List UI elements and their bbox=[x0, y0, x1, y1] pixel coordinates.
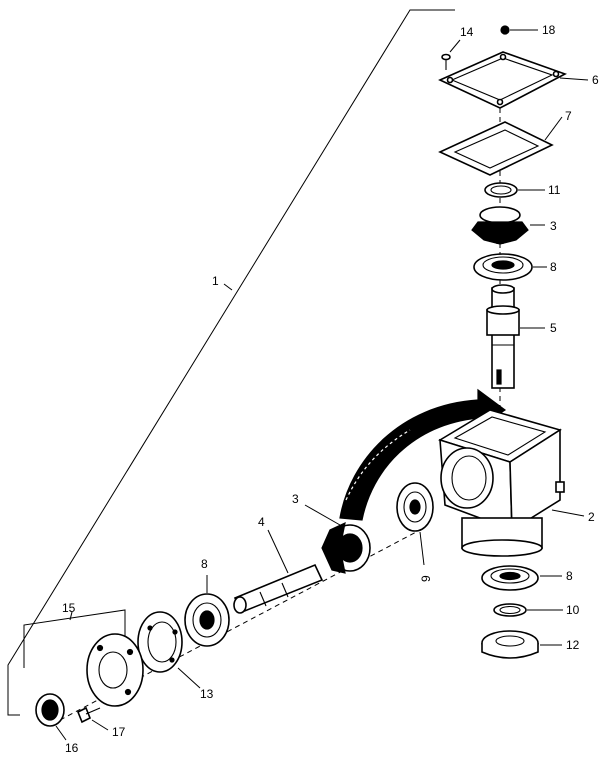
callout-6: 6 bbox=[592, 73, 599, 87]
callout-14: 14 bbox=[460, 25, 474, 39]
vertical-shaft-part-5 bbox=[486, 284, 545, 389]
callout-17: 17 bbox=[112, 725, 126, 739]
seal-part-16 bbox=[35, 693, 67, 741]
callout-2: 2 bbox=[588, 510, 595, 524]
callout-3-upper: 3 bbox=[550, 219, 557, 233]
cover-part-6 bbox=[438, 51, 589, 109]
bolt-part-17 bbox=[76, 706, 109, 731]
bearing-side-part-9 bbox=[396, 482, 434, 566]
callout-5: 5 bbox=[550, 321, 557, 335]
callout-11: 11 bbox=[548, 183, 561, 197]
callout-labels: 1 2 3 3 4 5 6 7 8 8 8 9 10 11 12 13 14 1… bbox=[62, 23, 599, 755]
assembly-bracket bbox=[7, 9, 455, 716]
callout-15: 15 bbox=[62, 601, 76, 615]
callout-8-bottom: 8 bbox=[566, 569, 573, 583]
pipe-plug-part-18 bbox=[500, 25, 538, 35]
retaining-ring-part-11 bbox=[484, 182, 545, 198]
bearing-left-part-8 bbox=[184, 575, 230, 647]
bearing-top-part-8 bbox=[473, 253, 547, 281]
gearbox-housing-part-2 bbox=[438, 409, 585, 557]
screw-part-14 bbox=[441, 39, 461, 70]
callout-18: 18 bbox=[542, 23, 556, 37]
bearing-bottom-part-8 bbox=[481, 565, 562, 591]
gasket-part-7 bbox=[438, 116, 563, 176]
callout-4: 4 bbox=[258, 515, 265, 529]
callout-3-side: 3 bbox=[292, 492, 299, 506]
gasket-round-part-13 bbox=[137, 611, 201, 689]
flange-cap-part-15 bbox=[86, 633, 144, 707]
callout-9: 9 bbox=[419, 575, 433, 582]
assembly-direction-arrow bbox=[339, 388, 507, 521]
callout-10: 10 bbox=[566, 603, 580, 617]
horizontal-shaft-part-4 bbox=[233, 529, 324, 614]
callout-8-top: 8 bbox=[550, 260, 557, 274]
ring-part-10 bbox=[493, 603, 563, 617]
subassembly-bracket-15 bbox=[23, 609, 126, 668]
bevel-gear-upper-part-3 bbox=[471, 206, 545, 245]
cap-part-12 bbox=[481, 630, 562, 659]
bevel-gear-side-part-3 bbox=[304, 504, 371, 574]
callout-13: 13 bbox=[200, 687, 214, 701]
callout-8-left: 8 bbox=[201, 557, 208, 571]
callout-7: 7 bbox=[565, 109, 572, 123]
callout-1: 1 bbox=[212, 274, 219, 288]
callout-16: 16 bbox=[65, 741, 79, 755]
callout-12: 12 bbox=[566, 638, 580, 652]
